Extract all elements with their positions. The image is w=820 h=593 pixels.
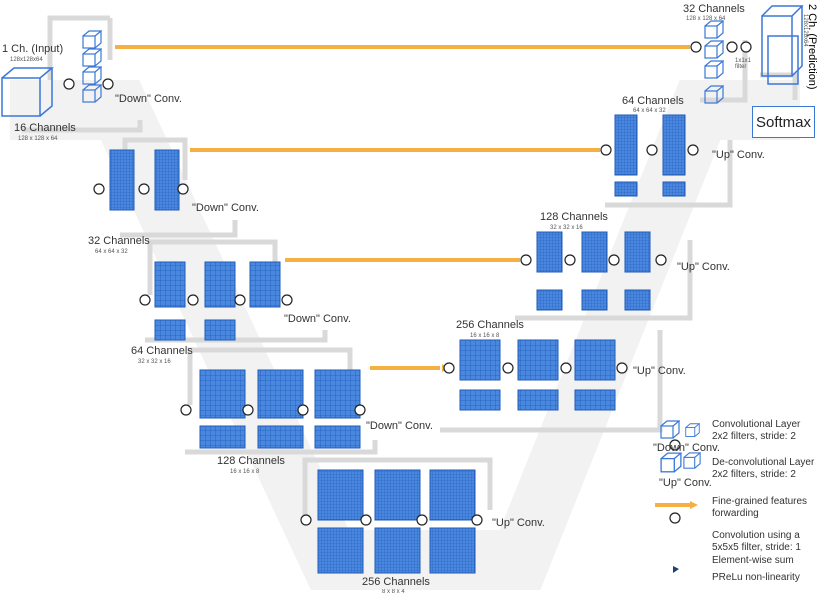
feature-forwarding: [115, 45, 690, 370]
final-filter-label: 1x1x1 filter: [735, 58, 752, 70]
dec128-features: [536, 231, 651, 311]
legend-deconv-label: De-convolutional Layer 2x2 filters, stri…: [712, 457, 815, 480]
legend-conv5-label: Convolution using a 5x5x5 filter, stride…: [712, 530, 801, 553]
input-dims: 128x128x64: [10, 57, 43, 63]
v-background: [10, 80, 800, 590]
legend-conv-label: Convolutional Layer 2x2 filters, stride:…: [712, 419, 801, 442]
dec-op-2: "Up" Conv.: [677, 261, 730, 273]
enc-op-4: "Down" Conv.: [366, 420, 433, 432]
enc-dims-4: 16 x 16 x 8: [230, 469, 260, 475]
enc-dims-3: 32 x 32 x 16: [138, 359, 171, 365]
enc-dims-1: 128 x 128 x 64: [18, 136, 58, 142]
legend-icons: [655, 420, 701, 573]
legend-conv-caption: "Down" Conv.: [653, 442, 720, 454]
dec256-features: [459, 339, 616, 411]
softmax-box: Softmax: [752, 106, 815, 138]
operators: [63, 41, 752, 526]
stage5-features: [317, 469, 476, 574]
stage2-features: [109, 149, 180, 211]
dec-channels-3: 64 Channels: [622, 95, 684, 107]
dec-dims-3: 64 x 64 x 32: [633, 108, 666, 114]
enc-channels-5: 256 Channels: [362, 576, 430, 588]
enc-dims-2: 64 x 64 x 32: [95, 249, 128, 255]
input-label: 1 Ch. (Input): [2, 43, 64, 55]
dec-dims-1: 16 x 16 x 8: [470, 333, 500, 339]
enc-channels-2: 32 Channels: [88, 235, 150, 247]
dec-dims-4: 128 x 128 x 64: [686, 16, 726, 22]
dec-dims-2: 32 x 32 x 16: [550, 225, 583, 231]
legend-sum-label: Element-wise sum: [712, 555, 794, 566]
enc-op-1: "Down" Conv.: [115, 93, 182, 105]
stage4-features: [199, 369, 361, 449]
enc-channels-1: 16 Channels: [14, 122, 76, 134]
enc-channels-4: 128 Channels: [217, 455, 285, 467]
stage3-features: [154, 261, 281, 341]
dec-channels-2: 128 Channels: [540, 211, 608, 223]
dec-op-1: "Up" Conv.: [633, 365, 686, 377]
legend-prelu-label: PReLu non-linearity: [712, 572, 800, 583]
dec64-features: [614, 114, 686, 197]
output-dims: 128x128x64: [802, 14, 808, 47]
dec-channels-4: 32 Channels: [683, 3, 745, 15]
enc-channels-3: 64 Channels: [131, 345, 193, 357]
residual-paths: [22, 15, 798, 515]
enc-dims-5: 8 x 8 x 4: [382, 589, 405, 593]
output-volume: [761, 5, 804, 85]
enc-op-2: "Down" Conv.: [192, 202, 259, 214]
input-volume: [1, 67, 55, 117]
enc-op-3: "Down" Conv.: [284, 313, 351, 325]
legend-deconv-caption: "Up" Conv.: [659, 477, 712, 489]
dec-channels-1: 256 Channels: [456, 319, 524, 331]
dec-op-3: "Up" Conv.: [712, 149, 765, 161]
legend-forward-label: Fine-grained features forwarding: [712, 496, 808, 519]
enc-op-5: "Up" Conv.: [492, 517, 545, 529]
